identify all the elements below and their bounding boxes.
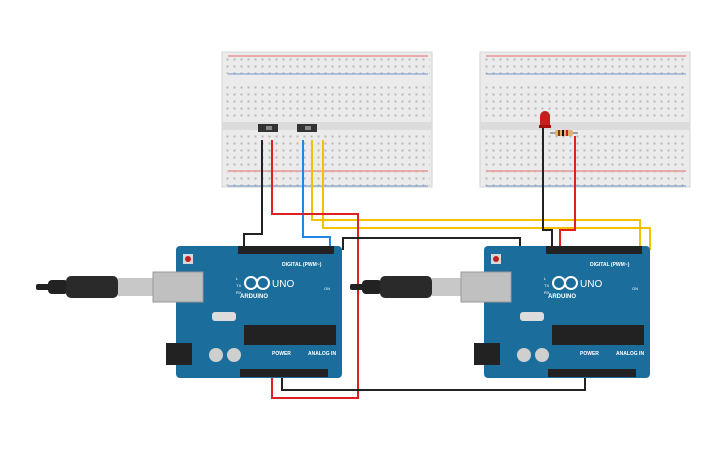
led-label-l: L: [544, 276, 547, 281]
digital-header-label: DIGITAL (PWM~): [590, 262, 630, 268]
resistor[interactable]: [550, 130, 578, 136]
led-label-l: L: [236, 276, 239, 281]
arduino-logo-icon: [552, 276, 578, 290]
on-label: ON: [632, 286, 638, 291]
on-label: ON: [324, 286, 330, 291]
led-label-tx: TX: [544, 283, 549, 288]
arduino-logo-icon: [244, 276, 270, 290]
arduino-uno-right[interactable]: ARDUINO UNO DIGITAL (PWM~) POWER ANALOG …: [460, 246, 650, 378]
red-led[interactable]: [539, 111, 551, 128]
analog-header-label: ANALOG IN: [308, 351, 336, 357]
led-label-tx: TX: [236, 283, 241, 288]
breadboard-right[interactable]: [479, 51, 691, 188]
led-label-rx: RX: [544, 290, 550, 295]
arduino-brand: ARDUINO: [548, 294, 576, 300]
wires: [243, 128, 651, 399]
analog-header-label: ANALOG IN: [616, 351, 644, 357]
power-header-label: POWER: [272, 351, 291, 357]
arduino-uno-left[interactable]: ARDUINO UNO DIGITAL (PWM~) POWER ANALOG …: [152, 246, 342, 378]
slide-switch-1[interactable]: [258, 124, 278, 132]
arduino-model: UNO: [580, 279, 602, 290]
breadboard-left[interactable]: [221, 51, 433, 188]
usb-cable-left: [36, 276, 154, 298]
slide-switch-2[interactable]: [297, 124, 317, 132]
arduino-model: UNO: [272, 279, 294, 290]
usb-cable-right: [350, 276, 468, 298]
power-header-label: POWER: [580, 351, 599, 357]
led-label-rx: RX: [236, 290, 242, 295]
digital-header-label: DIGITAL (PWM~): [282, 262, 322, 268]
arduino-brand: ARDUINO: [240, 294, 268, 300]
